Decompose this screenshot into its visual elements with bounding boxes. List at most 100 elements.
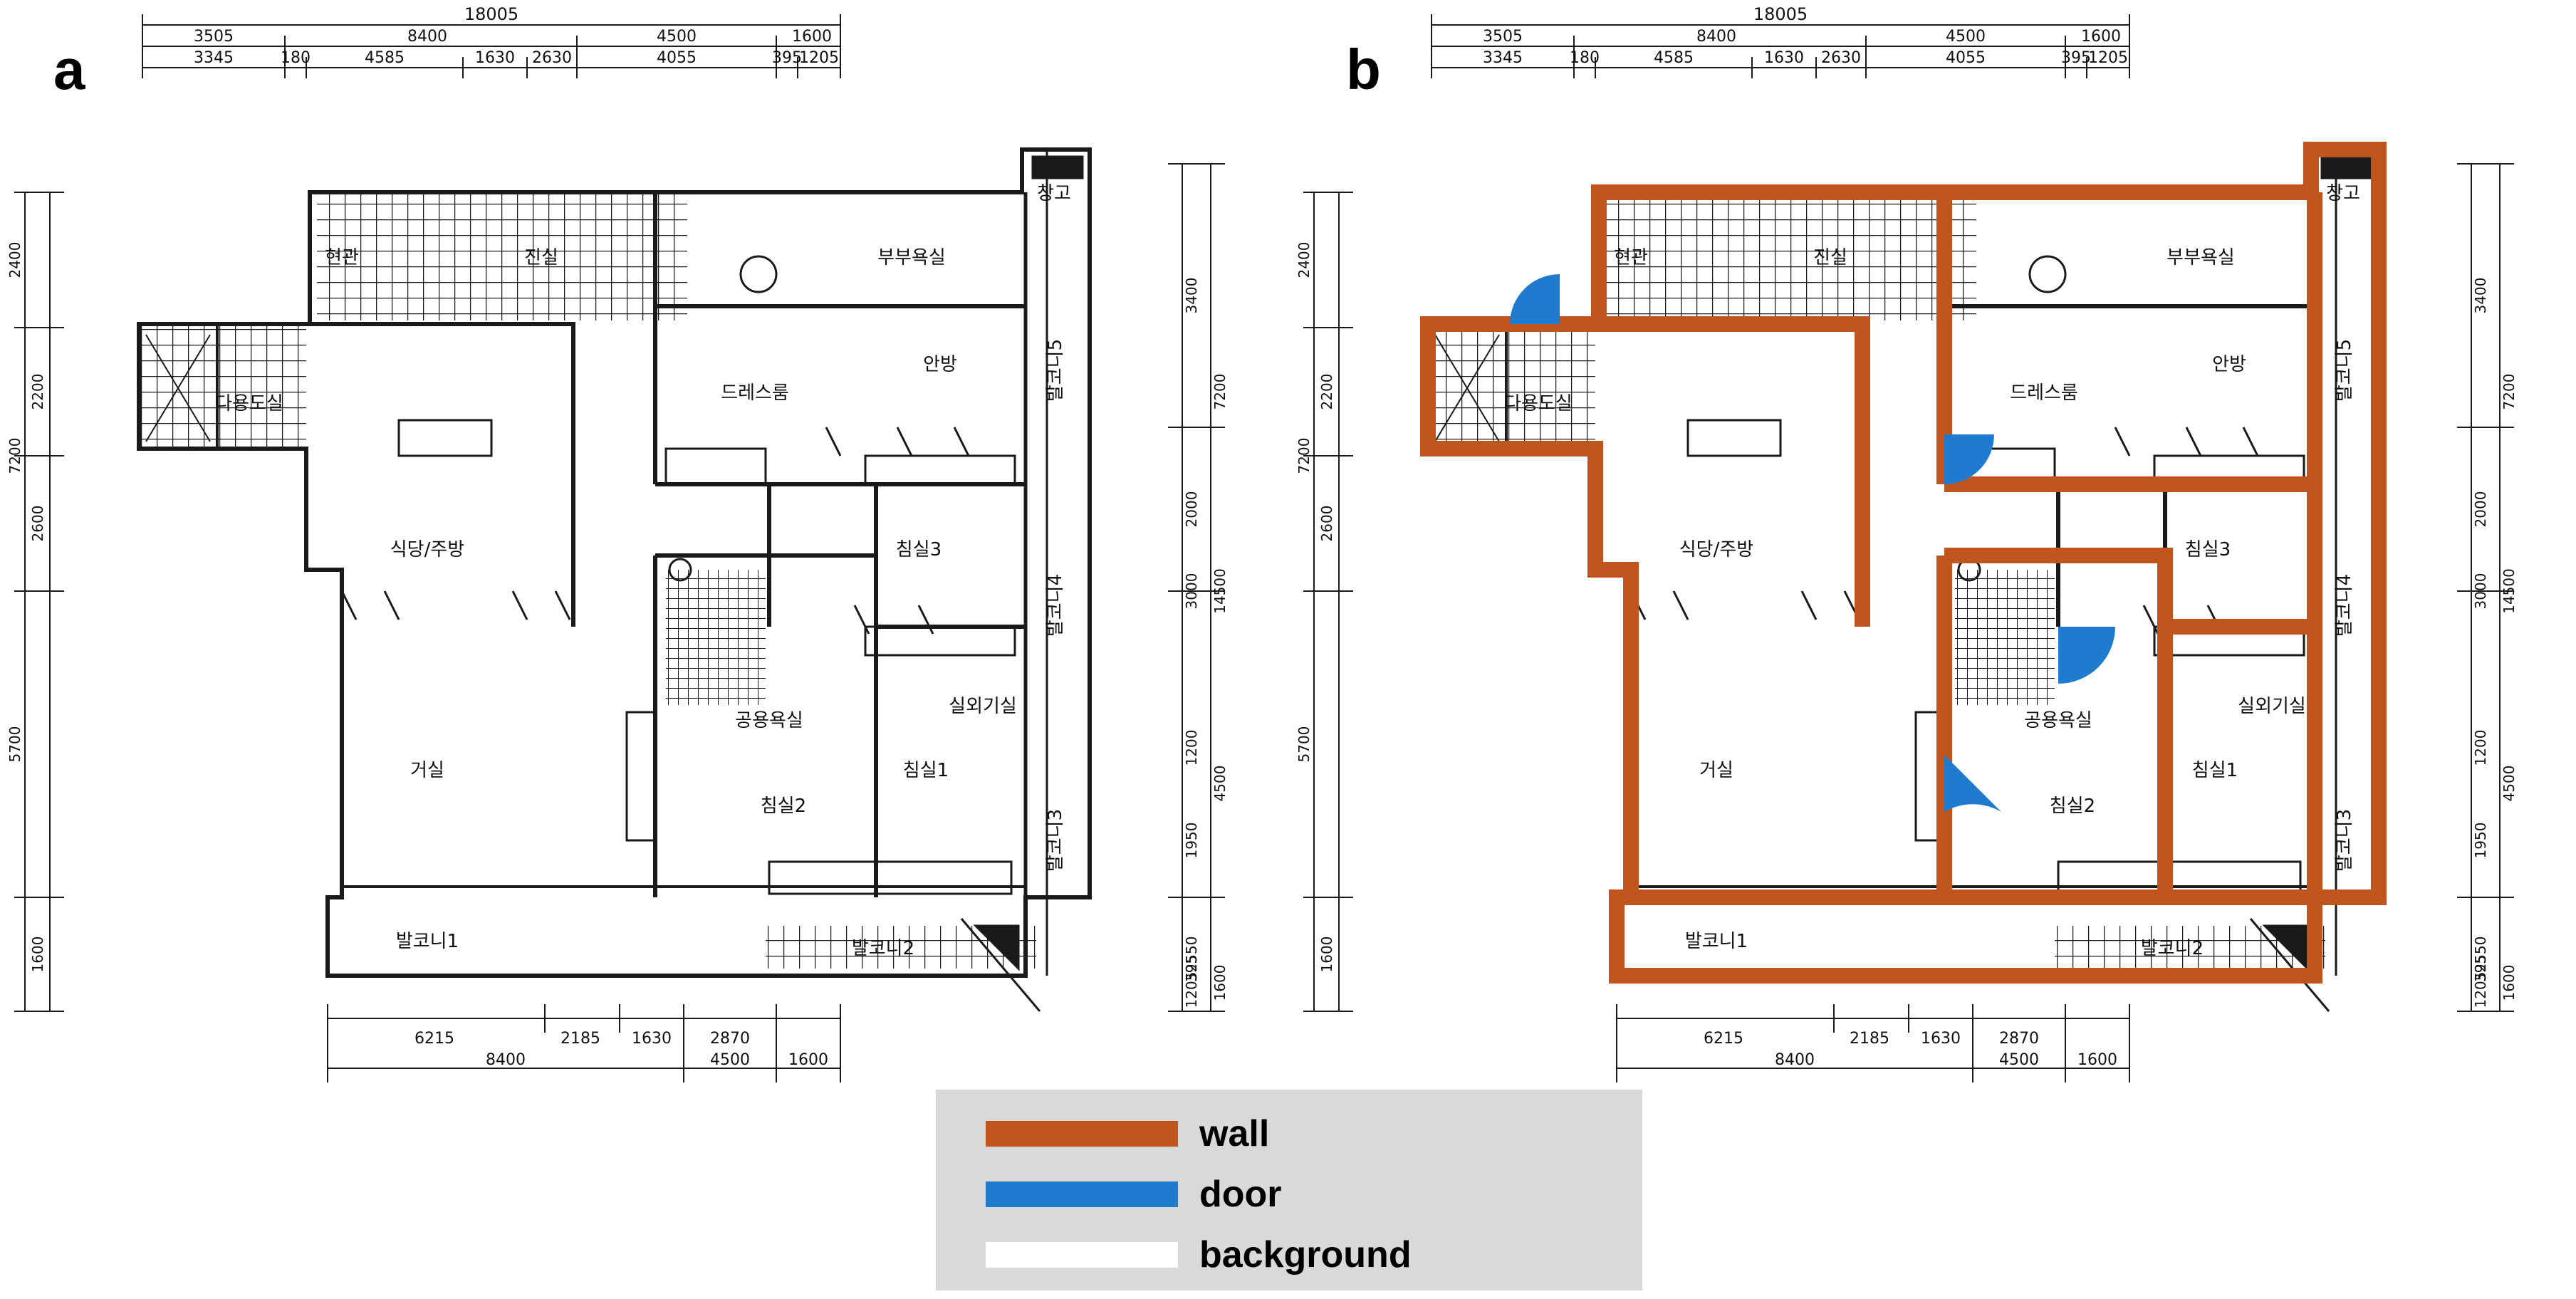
room-label: 침실2 bbox=[2050, 795, 2095, 817]
room-label: 실외기실 bbox=[2238, 696, 2306, 717]
dim-bottom-fine: 6215 bbox=[1704, 1030, 1743, 1048]
dim-top-fine: 180 bbox=[281, 49, 311, 67]
dim-left: 7200 bbox=[6, 438, 24, 474]
dim-right-inner: 1205 bbox=[1183, 972, 1200, 1008]
dim-right-inner: 1200 bbox=[1183, 730, 1200, 766]
room-label: 거실 bbox=[1699, 760, 1733, 781]
room-label: 침실3 bbox=[2185, 539, 2231, 560]
dim-right-inner: 2550 bbox=[1183, 937, 1200, 973]
dim-right-outer: 4500 bbox=[1211, 766, 1229, 802]
room-label: 실외기실 bbox=[949, 696, 1017, 717]
dim-top-mid: 8400 bbox=[1696, 28, 1736, 46]
dim-top-mid: 4500 bbox=[657, 28, 697, 46]
room-label: 침실1 bbox=[2192, 760, 2238, 781]
room-label: 안방 bbox=[2212, 354, 2246, 375]
dim-top-mid: 1600 bbox=[792, 28, 832, 46]
dim-bottom-fine: 1630 bbox=[632, 1030, 672, 1048]
legend-label-door: door bbox=[1199, 1174, 1282, 1215]
dim-top-fine: 1205 bbox=[2088, 49, 2128, 67]
dim-right-inner: 3000 bbox=[1183, 573, 1200, 610]
dim-right-inner: 1205 bbox=[2472, 972, 2489, 1008]
dim-right-outer: 14500 bbox=[2501, 568, 2518, 614]
dim-right-outer: 7200 bbox=[2501, 374, 2518, 410]
dim-top-fine: 4585 bbox=[1654, 49, 1694, 67]
dim-top-fine: 2630 bbox=[532, 49, 572, 67]
dim-right-inner: 3400 bbox=[2472, 278, 2489, 314]
room-label: 현관 bbox=[325, 247, 359, 268]
dim-left: 7200 bbox=[1295, 438, 1313, 474]
dim-right-inner: 395 bbox=[2472, 955, 2489, 982]
panel-b-label: b bbox=[1346, 38, 1381, 101]
dim-right-inner: 1950 bbox=[1183, 823, 1200, 859]
dim-bottom-fine: 1630 bbox=[1921, 1030, 1961, 1048]
dim-left: 2200 bbox=[1318, 374, 1335, 410]
dim-right-inner: 2000 bbox=[2472, 491, 2489, 528]
dim-top-mid: 1600 bbox=[2081, 28, 2121, 46]
room-label: 진실 bbox=[1813, 247, 1847, 268]
dim-right-outer: 1600 bbox=[1211, 965, 1229, 1001]
dim-top-fine: 395 bbox=[772, 49, 802, 67]
room-label: 발코니1 bbox=[1685, 931, 1748, 952]
dim-top-total: 18005 bbox=[1753, 4, 1808, 24]
room-label: 침실3 bbox=[896, 539, 942, 560]
dim-left: 1600 bbox=[1318, 937, 1335, 973]
balcony-label: 발코니5 bbox=[1045, 339, 1066, 402]
dim-right-inner: 3000 bbox=[2472, 573, 2489, 610]
room-label: 발코니2 bbox=[2141, 938, 2204, 959]
legend-item-wall: wall bbox=[986, 1111, 1627, 1154]
legend-label-background: background bbox=[1199, 1234, 1412, 1275]
dim-top-fine: 180 bbox=[1570, 49, 1600, 67]
dim-top-fine: 4055 bbox=[657, 49, 697, 67]
dim-left: 2200 bbox=[29, 374, 46, 410]
dim-top-total: 18005 bbox=[464, 4, 518, 24]
dim-bottom-mid: 8400 bbox=[486, 1051, 526, 1069]
dim-top-fine: 1630 bbox=[1764, 49, 1804, 67]
dim-right-inner: 2550 bbox=[2472, 937, 2489, 973]
room-label: 진실 bbox=[524, 247, 558, 268]
dim-right-outer: 7200 bbox=[1211, 374, 1229, 410]
dim-bottom-fine: 2870 bbox=[710, 1030, 750, 1048]
room-label: 창고 bbox=[1037, 183, 1071, 204]
dim-right-outer: 1600 bbox=[2501, 965, 2518, 1001]
dim-bottom-mid: 1600 bbox=[2077, 1051, 2117, 1069]
dim-top-fine: 1205 bbox=[799, 49, 839, 67]
balcony-label: 발코니3 bbox=[1045, 809, 1066, 872]
room-label: 침실2 bbox=[761, 795, 806, 817]
dim-left: 2400 bbox=[1295, 242, 1313, 278]
dim-top-fine: 3345 bbox=[194, 49, 234, 67]
dim-bottom-fine: 6215 bbox=[414, 1030, 454, 1048]
dim-left: 2600 bbox=[29, 506, 46, 542]
room-label: 공용욕실 bbox=[735, 710, 803, 731]
dim-right-inner: 395 bbox=[1183, 955, 1200, 982]
door-overlay bbox=[1510, 274, 2115, 812]
balcony-label: 발코니4 bbox=[2334, 574, 2355, 637]
room-label: 다용도실 bbox=[215, 393, 283, 414]
legend-swatch-door bbox=[986, 1181, 1178, 1207]
dim-left: 2400 bbox=[6, 242, 24, 278]
dim-right-inner: 2000 bbox=[1183, 491, 1200, 528]
dim-bottom-fine: 2870 bbox=[1999, 1030, 2039, 1048]
balcony-label: 발코니4 bbox=[1045, 574, 1066, 637]
room-label: 다용도실 bbox=[1504, 393, 1573, 414]
balcony-label: 발코니3 bbox=[2334, 809, 2355, 872]
room-label: 부부욕실 bbox=[2166, 247, 2235, 268]
room-label: 식당/주방 bbox=[1679, 539, 1753, 560]
dim-left: 5700 bbox=[1295, 726, 1313, 763]
dim-top-mid: 3505 bbox=[194, 28, 234, 46]
room-label: 창고 bbox=[2326, 183, 2360, 204]
dim-right-inner: 1950 bbox=[2472, 823, 2489, 859]
dim-top-fine: 4585 bbox=[365, 49, 405, 67]
dim-bottom-fine: 2185 bbox=[560, 1030, 600, 1048]
dim-left: 1600 bbox=[29, 937, 46, 973]
room-label: 안방 bbox=[923, 354, 957, 375]
panel-a-label: a bbox=[53, 38, 85, 101]
legend-swatch-wall bbox=[986, 1121, 1178, 1147]
dim-bottom-mid: 4500 bbox=[1999, 1051, 2039, 1069]
dim-right-inner: 3400 bbox=[1183, 278, 1200, 314]
room-label: 공용욕실 bbox=[2024, 710, 2092, 731]
room-label: 발코니1 bbox=[396, 931, 459, 952]
